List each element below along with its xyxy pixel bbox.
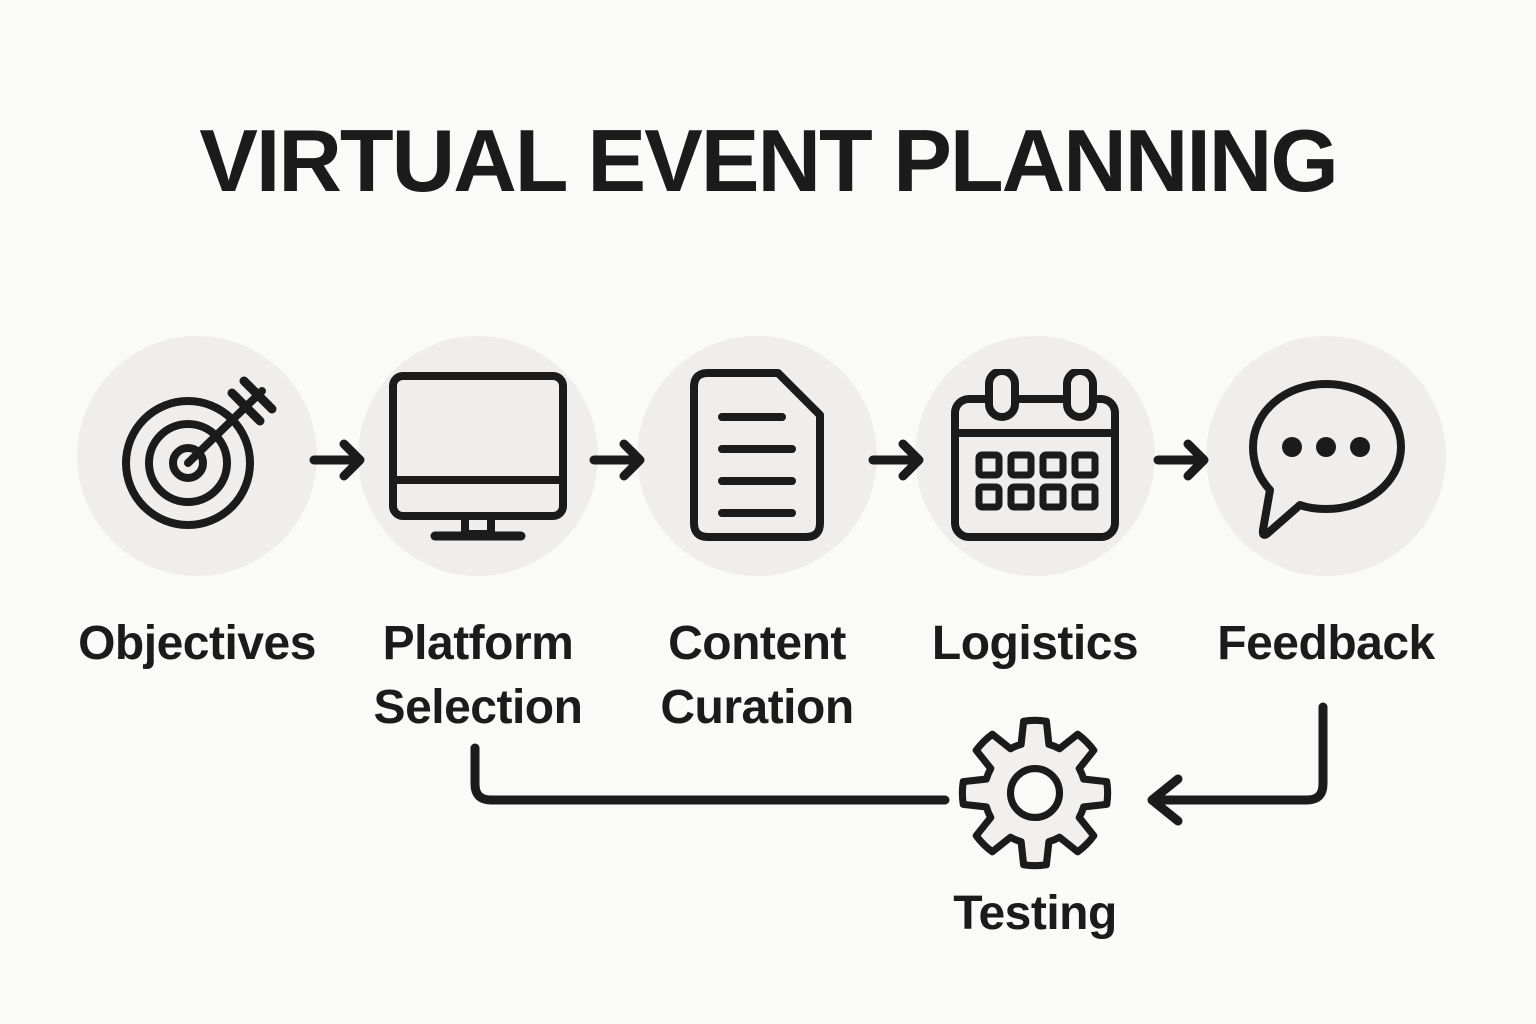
document-lines-icon [690, 369, 824, 541]
desktop-monitor-icon [389, 372, 567, 541]
step-circle-feedback [1206, 336, 1446, 576]
step-circle-content-curation [637, 336, 877, 576]
chat-bubble-icon [1249, 380, 1405, 539]
arrow-right-icon [1153, 439, 1209, 481]
step-label-content-curation: Content Curation [660, 617, 854, 735]
arrow-right-icon [868, 439, 924, 481]
step-label-testing: Testing [953, 887, 1117, 940]
calendar-icon [951, 368, 1119, 541]
step-label-objectives: Objectives [78, 617, 316, 670]
arrow-right-icon [309, 439, 365, 481]
step-circle-objectives [77, 336, 317, 576]
step-circle-logistics [915, 336, 1155, 576]
step-circle-platform-selection [358, 336, 598, 576]
step-label-platform-selection: Platform Selection [373, 617, 583, 735]
loop-line-testing-to-platform-selection [470, 743, 950, 805]
target-dart-icon [122, 376, 277, 529]
step-label-logistics: Logistics [931, 617, 1139, 670]
loop-arrow-feedback-to-testing [1147, 702, 1328, 826]
gear-icon [958, 716, 1112, 870]
step-label-feedback: Feedback [1217, 617, 1435, 670]
page-title: VIRTUAL EVENT PLANNING [199, 111, 1339, 210]
arrow-right-icon [589, 439, 645, 481]
